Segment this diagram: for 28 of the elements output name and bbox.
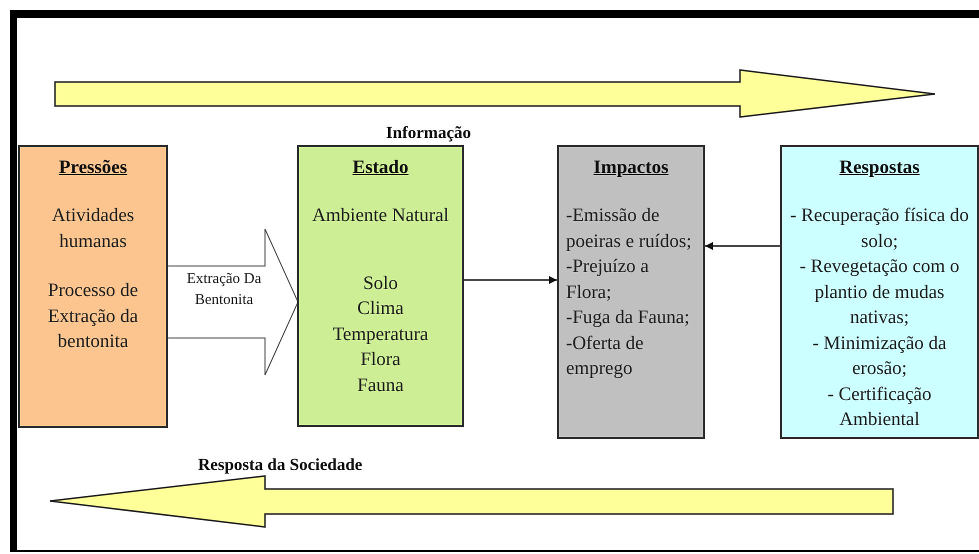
box-text: Clima — [356, 297, 405, 321]
box-text: - Revegetação com o plantio de mudas nativas; — [798, 255, 960, 330]
text-box — [297, 145, 464, 427]
box-text: - Minimização da erosão; — [811, 332, 948, 381]
box-text: - Certificação Ambiental — [826, 382, 932, 432]
box-text: Fauna — [356, 374, 405, 398]
box-heading: Respostas — [839, 156, 920, 180]
box-text: - Recuperação física do solo; — [789, 204, 970, 254]
box-text: Atividades humanas — [50, 204, 136, 254]
box-text: Processo de Extração da bentonita — [46, 279, 140, 354]
box-heading: Estado — [352, 156, 408, 180]
box-text: Solo — [362, 272, 399, 296]
arrow — [464, 276, 557, 284]
box-text: Temperatura — [332, 322, 430, 346]
box-text: -Emissão de poeiras e ruídos; — [566, 204, 693, 254]
box-text: Flora — [359, 348, 402, 372]
box-text: -Oferta de emprego — [566, 332, 645, 381]
box-text: -Fuga da Fauna; — [566, 306, 690, 330]
flow-label: Informação — [386, 122, 471, 144]
box-text: -Prejuízo a Flora; — [566, 255, 650, 304]
flow-label: Resposta da Sociedade — [198, 454, 362, 476]
text-box — [557, 145, 705, 439]
box-text: Ambiente Natural — [311, 204, 450, 228]
arrow — [705, 242, 780, 250]
text-box — [780, 145, 979, 439]
box-heading: Pressões — [58, 156, 128, 180]
box-heading: Impactos — [594, 156, 668, 180]
text-box — [18, 145, 168, 428]
